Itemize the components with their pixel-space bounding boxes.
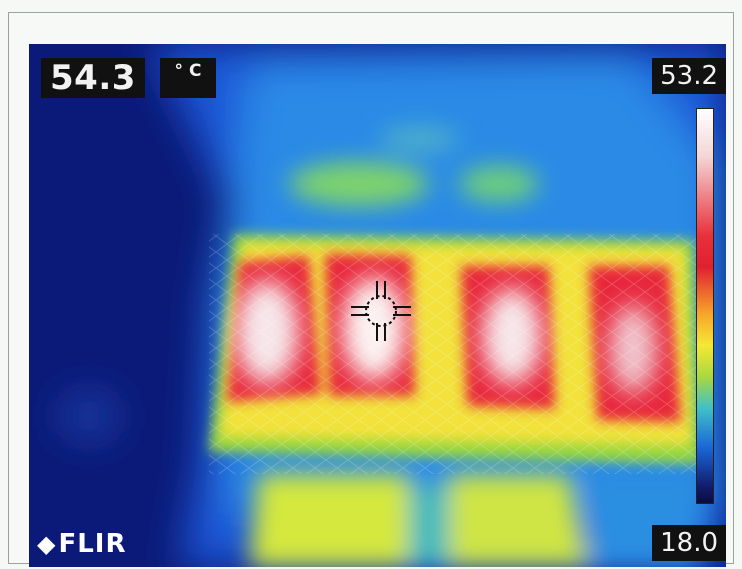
diamond-icon: ◆ bbox=[37, 530, 57, 558]
flir-logo: ◆ FLIR bbox=[37, 529, 127, 559]
temperature-color-bar bbox=[696, 108, 714, 504]
pad-texture bbox=[209, 234, 704, 474]
spot-temperature-readout: 54.3 bbox=[41, 58, 145, 98]
lower-warm-regions bbox=[249, 474, 699, 567]
thermal-image: 54.3 ° C 53.2 18.0 ◆ FLIR bbox=[29, 44, 726, 567]
logo-text: FLIR bbox=[58, 529, 127, 559]
crosshair-icon bbox=[351, 281, 411, 341]
scale-max-label: 53.2 bbox=[652, 58, 726, 94]
upper-green-patches bbox=[289, 127, 539, 206]
thermal-scene bbox=[29, 44, 726, 567]
temperature-unit: ° C bbox=[160, 58, 216, 98]
scale-min-label: 18.0 bbox=[652, 525, 726, 561]
